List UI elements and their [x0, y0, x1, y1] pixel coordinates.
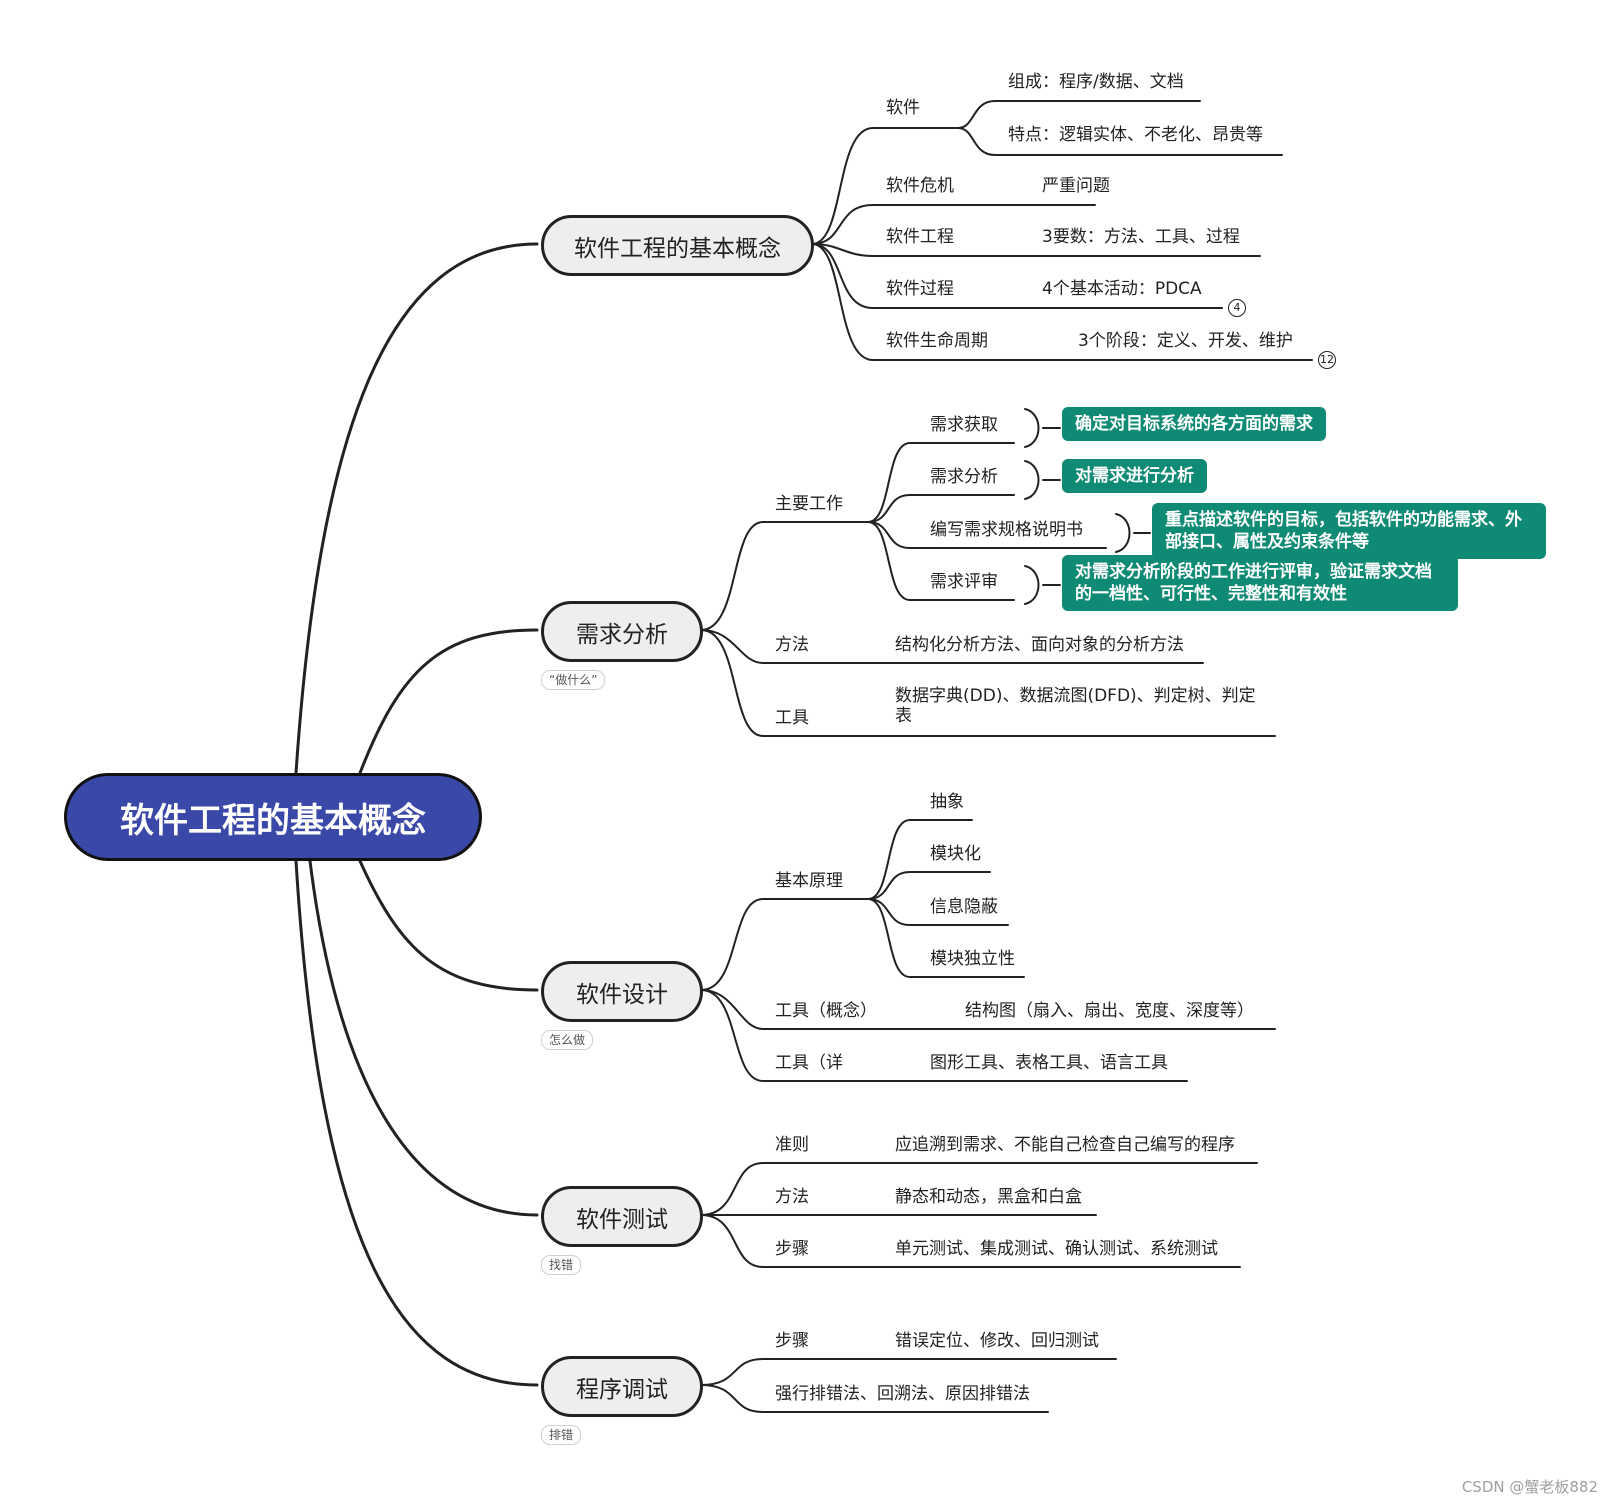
node-tools-detail-value[interactable]: 图形工具、表格工具、语言工具 — [930, 1053, 1168, 1073]
edge-root-testing — [308, 859, 539, 1217]
tag-requirements: “做什么” — [541, 670, 606, 690]
node-req-review[interactable]: 需求评审 — [930, 572, 998, 592]
node-principles[interactable]: 基本原理 — [775, 871, 843, 891]
node-process[interactable]: 软件过程 — [886, 279, 954, 299]
node-test-method-value[interactable]: 静态和动态，黑盒和白盒 — [895, 1187, 1082, 1207]
node-req-tools-value[interactable]: 数据字典(DD)、数据流图(DFD)、判定树、判定 表 — [895, 686, 1256, 726]
node-debug-steps-value[interactable]: 错误定位、修改、回归测试 — [895, 1331, 1099, 1351]
edge-root-debugging — [294, 859, 539, 1387]
node-tools-detail[interactable]: 工具（详 — [775, 1053, 843, 1073]
node-software[interactable]: 软件 — [886, 98, 920, 118]
note-req-review-line2: 的一档性、可行性、完整性和有效性 — [1075, 584, 1347, 604]
note-req-analysis[interactable]: 对需求进行分析 — [1062, 459, 1207, 493]
node-test-steps-value[interactable]: 单元测试、集成测试、确认测试、系统测试 — [895, 1239, 1218, 1259]
tag-design: 怎么做 — [541, 1030, 594, 1050]
branch-debugging[interactable]: 程序调试 — [541, 1356, 703, 1417]
note-req-review[interactable]: 对需求分析阶段的工作进行评审，验证需求文档 的一档性、可行性、完整性和有效性 — [1062, 555, 1458, 611]
edge-root-design — [358, 859, 539, 992]
note-req-spec[interactable]: 重点描述软件的目标，包括软件的功能需求、外 部接口、属性及约束条件等 — [1152, 503, 1546, 559]
node-software-features[interactable]: 特点：逻辑实体、不老化、昂贵等 — [1008, 125, 1263, 145]
branch-testing[interactable]: 软件测试 — [541, 1186, 703, 1247]
node-req-acquire[interactable]: 需求获取 — [930, 415, 998, 435]
node-req-method-value[interactable]: 结构化分析方法、面向对象的分析方法 — [895, 635, 1184, 655]
edge-root-requirements — [358, 628, 539, 775]
note-req-spec-line1: 重点描述软件的目标，包括软件的功能需求、外 — [1165, 510, 1522, 530]
node-req-spec[interactable]: 编写需求规格说明书 — [930, 520, 1083, 540]
branch-requirements[interactable]: 需求分析 — [541, 601, 703, 662]
node-principle-abstraction[interactable]: 抽象 — [930, 792, 964, 812]
note-req-spec-line2: 部接口、属性及约束条件等 — [1165, 532, 1369, 552]
node-test-rule[interactable]: 准则 — [775, 1135, 809, 1155]
node-lifecycle-value[interactable]: 3个阶段：定义、开发、维护 — [1078, 331, 1293, 351]
count-badge-process[interactable]: 4 — [1228, 299, 1246, 317]
node-principle-modularity[interactable]: 模块化 — [930, 844, 981, 864]
node-tools-concept[interactable]: 工具（概念） — [775, 1001, 877, 1021]
edge-root-concept — [294, 242, 539, 775]
node-req-tools-line1: 数据字典(DD)、数据流图(DFD)、判定树、判定 — [895, 686, 1256, 706]
node-test-steps[interactable]: 步骤 — [775, 1239, 809, 1259]
count-badge-lifecycle[interactable]: 12 — [1318, 351, 1336, 369]
node-req-tools-line2: 表 — [895, 706, 912, 726]
tag-debugging: 排错 — [541, 1425, 582, 1445]
node-lifecycle[interactable]: 软件生命周期 — [886, 331, 988, 351]
node-engineering-value[interactable]: 3要数：方法、工具、过程 — [1042, 227, 1240, 247]
node-main-work[interactable]: 主要工作 — [775, 494, 843, 514]
node-engineering[interactable]: 软件工程 — [886, 227, 954, 247]
node-req-method[interactable]: 方法 — [775, 635, 809, 655]
node-test-rule-value[interactable]: 应追溯到需求、不能自己检查自己编写的程序 — [895, 1135, 1235, 1155]
node-principle-hiding[interactable]: 信息隐蔽 — [930, 897, 998, 917]
node-process-value[interactable]: 4个基本活动：PDCA — [1042, 279, 1202, 299]
watermark: CSDN @蟹老板882 — [1461, 1478, 1598, 1496]
node-crisis[interactable]: 软件危机 — [886, 176, 954, 196]
node-crisis-value[interactable]: 严重问题 — [1042, 176, 1110, 196]
node-req-tools[interactable]: 工具 — [775, 708, 809, 728]
node-test-method[interactable]: 方法 — [775, 1187, 809, 1207]
note-req-acquire[interactable]: 确定对目标系统的各方面的需求 — [1062, 407, 1326, 441]
root-topic[interactable]: 软件工程的基本概念 — [64, 773, 482, 861]
tag-testing: 找错 — [541, 1255, 582, 1275]
node-debug-steps[interactable]: 步骤 — [775, 1331, 809, 1351]
node-tools-concept-value[interactable]: 结构图（扇入、扇出、宽度、深度等） — [965, 1001, 1254, 1021]
branch-concept[interactable]: 软件工程的基本概念 — [541, 215, 814, 276]
node-req-analysis[interactable]: 需求分析 — [930, 467, 998, 487]
node-debug-methods[interactable]: 强行排错法、回溯法、原因排错法 — [775, 1384, 1030, 1404]
branch-design[interactable]: 软件设计 — [541, 961, 703, 1022]
note-req-review-line1: 对需求分析阶段的工作进行评审，验证需求文档 — [1075, 562, 1432, 582]
node-principle-independence[interactable]: 模块独立性 — [930, 949, 1015, 969]
node-software-composition[interactable]: 组成：程序/数据、文档 — [1008, 72, 1184, 92]
